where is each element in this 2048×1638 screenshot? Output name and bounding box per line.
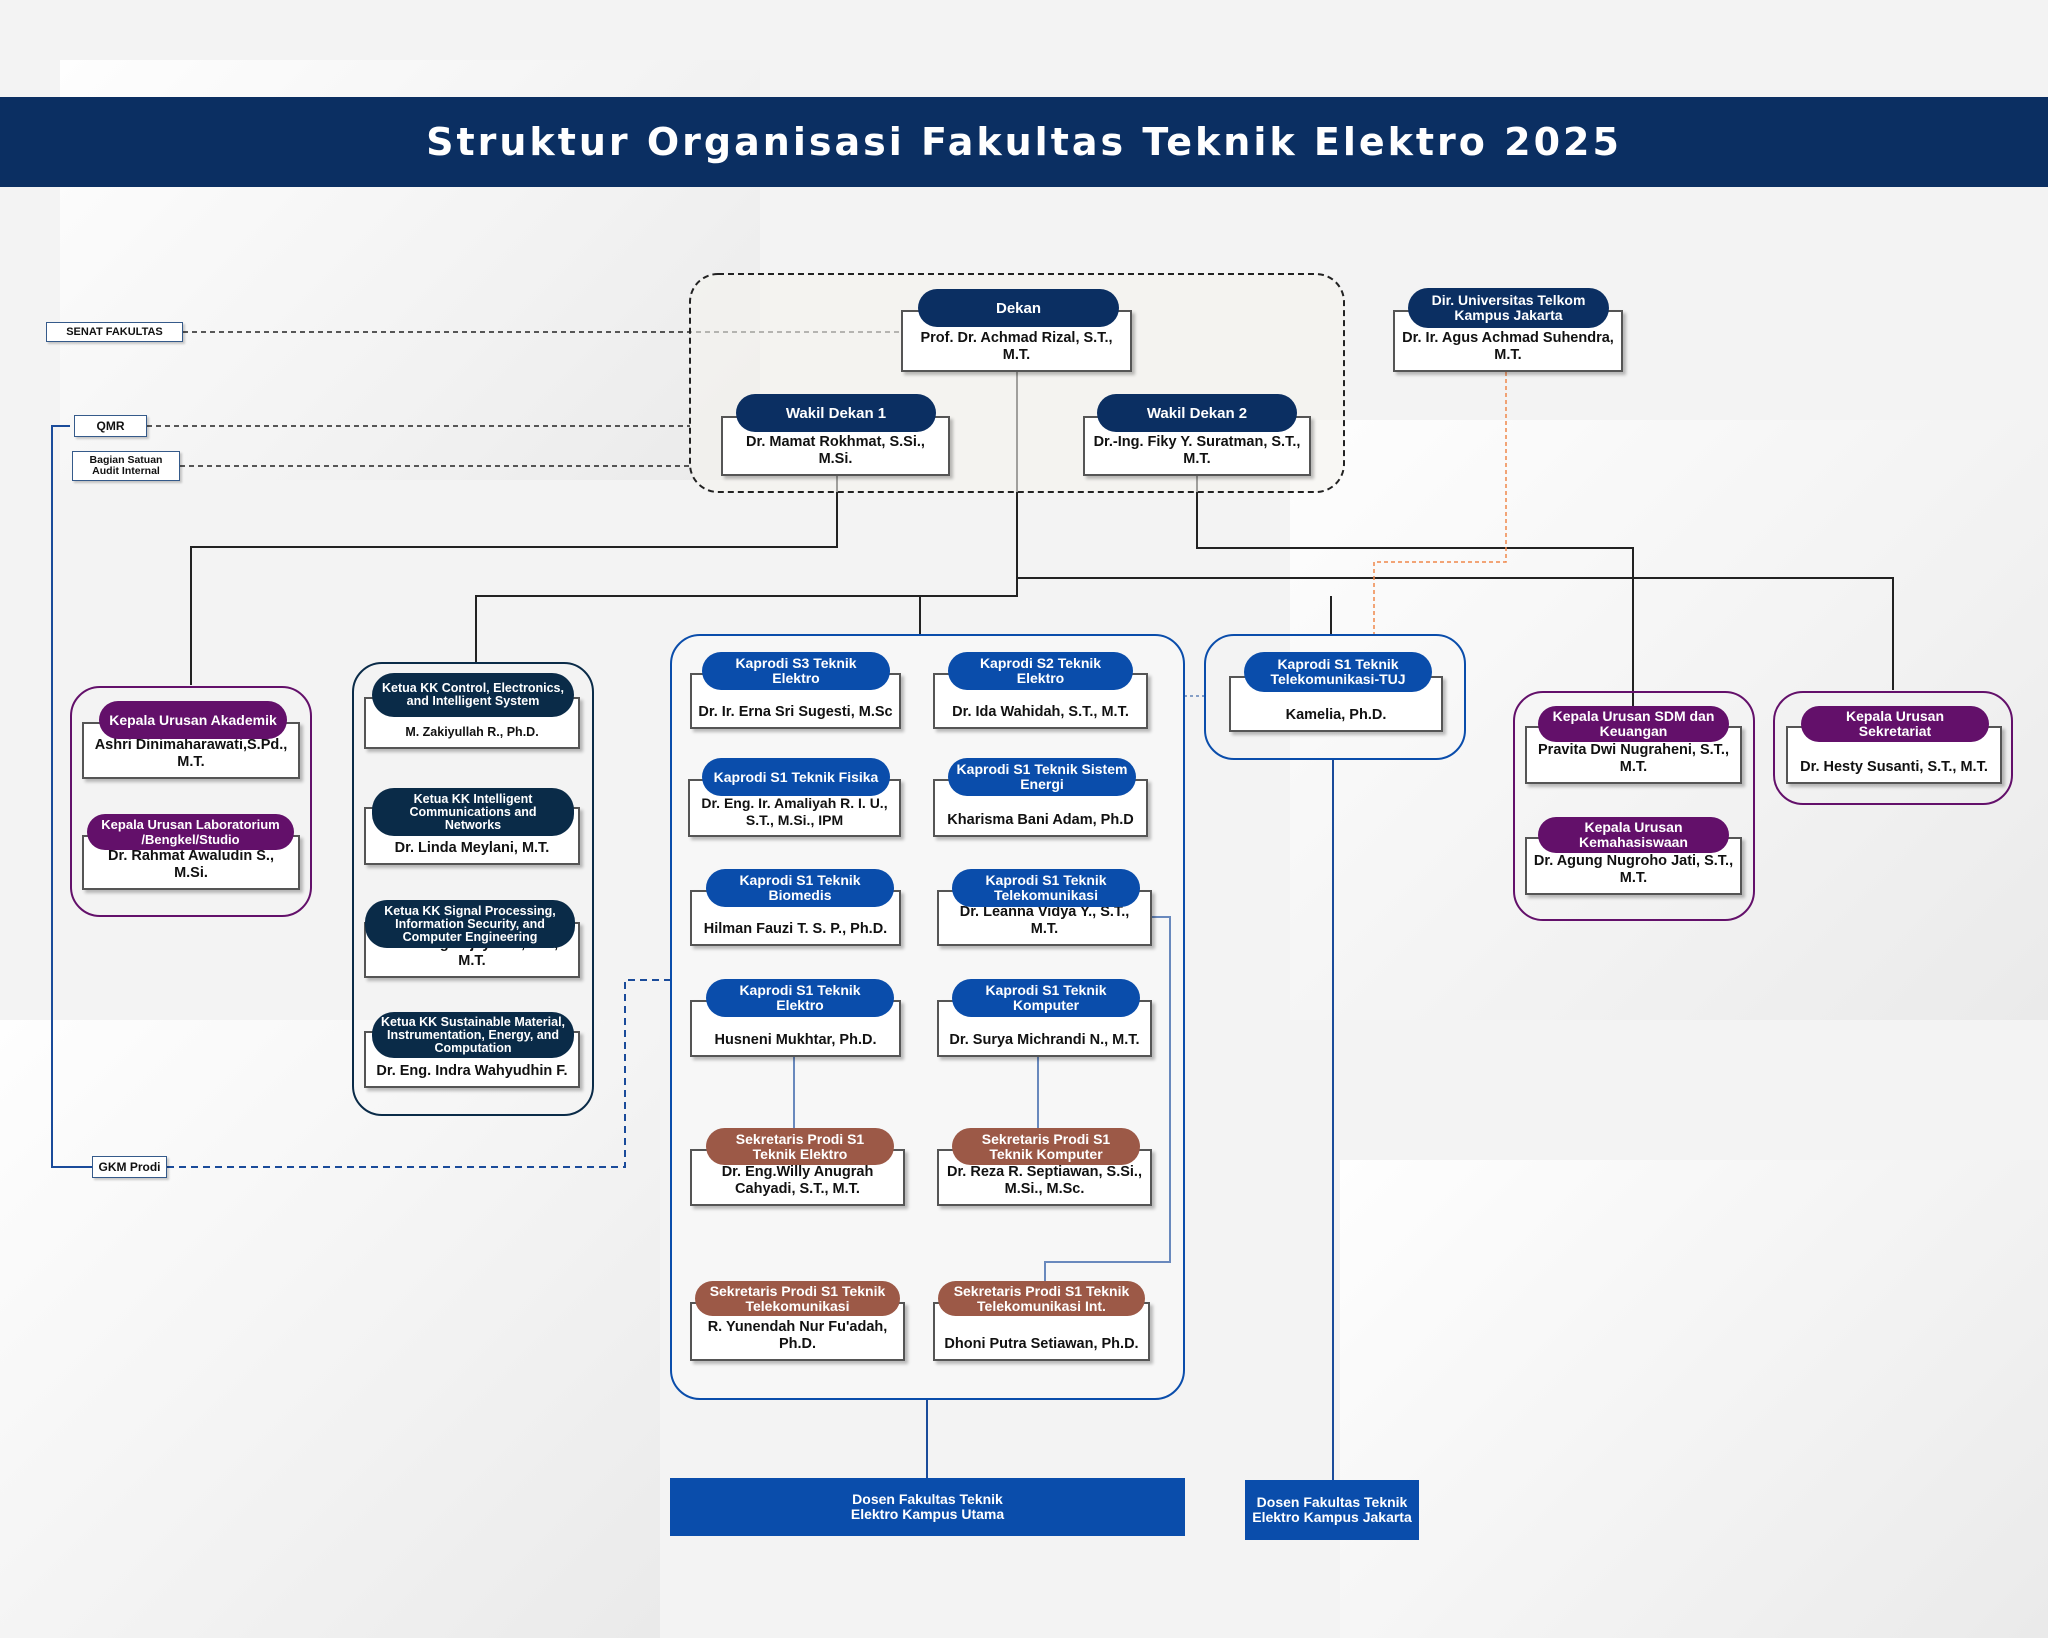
urusan-akademik-pill: Kepala Urusan Akademik <box>99 701 287 739</box>
page-title: Struktur Organisasi Fakultas Teknik Elek… <box>0 97 2048 187</box>
urusan-sdm-pill: Kepala Urusan SDM dan Keuangan <box>1538 706 1729 742</box>
audit-internal-label: Bagian Satuan Audit Internal <box>72 451 180 481</box>
kk-group <box>352 662 594 1116</box>
kaprodi-s2-pill: Kaprodi S2 Teknik Elektro <box>948 652 1133 690</box>
sekretariat-group <box>1773 691 2013 805</box>
dir-jakarta-pill: Dir. Universitas Telkom Kampus Jakarta <box>1408 288 1609 328</box>
urusan-left-group <box>70 686 312 917</box>
sekprodi-tt-pill: Sekretaris Prodi S1 Teknik Telekomunikas… <box>695 1281 900 1316</box>
gkm-prodi-label: GKM Prodi <box>92 1156 167 1178</box>
urusan-lab-pill: Kepala Urusan Laboratorium /Bengkel/Stud… <box>87 814 294 850</box>
dekan-pill: Dekan <box>918 289 1119 327</box>
dosen-kampus-jakarta-box: Dosen Fakultas Teknik Elektro Kampus Jak… <box>1245 1480 1419 1540</box>
kaprodi-tse-pill: Kaprodi S1 Teknik Sistem Energi <box>948 758 1136 796</box>
qmr-label: QMR <box>74 415 147 437</box>
kaprodi-tuj-pill: Kaprodi S1 Teknik Telekomunikasi-TUJ <box>1244 652 1432 692</box>
kaprodi-tk-pill: Kaprodi S1 Teknik Komputer <box>952 979 1140 1017</box>
wadek2-pill: Wakil Dekan 2 <box>1097 394 1297 432</box>
background-panel <box>1340 1160 2048 1638</box>
kaprodi-tb-pill: Kaprodi S1 Teknik Biomedis <box>706 869 894 907</box>
background-panel <box>0 1020 660 1638</box>
kk-1-pill: Ketua KK Control, Electronics, and Intel… <box>372 673 574 717</box>
urusan-kemahasiswaan-pill: Kepala Urusan Kemahasiswaan <box>1538 817 1729 853</box>
dosen-kampus-utama-box: Dosen Fakultas Teknik Elektro Kampus Uta… <box>670 1478 1185 1536</box>
kk-3-pill: Ketua KK Signal Processing, Information … <box>365 900 575 948</box>
sekretariat-pill: Kepala Urusan Sekretariat <box>1801 706 1989 742</box>
sekprodi-te-pill: Sekretaris Prodi S1 Teknik Elektro <box>706 1128 894 1165</box>
kaprodi-te-pill: Kaprodi S1 Teknik Elektro <box>706 979 894 1017</box>
kaprodi-s3-pill: Kaprodi S3 Teknik Elektro <box>702 652 890 690</box>
dekan-card: Prof. Dr. Achmad Rizal, S.T., M.T. <box>901 310 1132 372</box>
kaprodi-s2-card: Dr. Ida Wahidah, S.T., M.T. <box>933 673 1148 729</box>
kk-2-pill: Ketua KK Intelligent Communications and … <box>372 788 574 836</box>
kaprodi-tuj-group <box>1204 634 1466 760</box>
wadek1-pill: Wakil Dekan 1 <box>736 394 936 432</box>
urusan-right-group <box>1513 691 1755 921</box>
kaprodi-tt-pill: Kaprodi S1 Teknik Telekomunikasi <box>952 869 1140 907</box>
kk-4-pill: Ketua KK Sustainable Material, Instrumen… <box>372 1012 574 1058</box>
sekprodi-tk-pill: Sekretaris Prodi S1 Teknik Komputer <box>952 1128 1140 1165</box>
senat-fakultas-label: SENAT FAKULTAS <box>46 322 183 342</box>
sekprodi-tti-pill: Sekretaris Prodi S1 Teknik Telekomunikas… <box>938 1281 1145 1316</box>
kaprodi-tf-pill: Kaprodi S1 Teknik Fisika <box>702 758 890 796</box>
